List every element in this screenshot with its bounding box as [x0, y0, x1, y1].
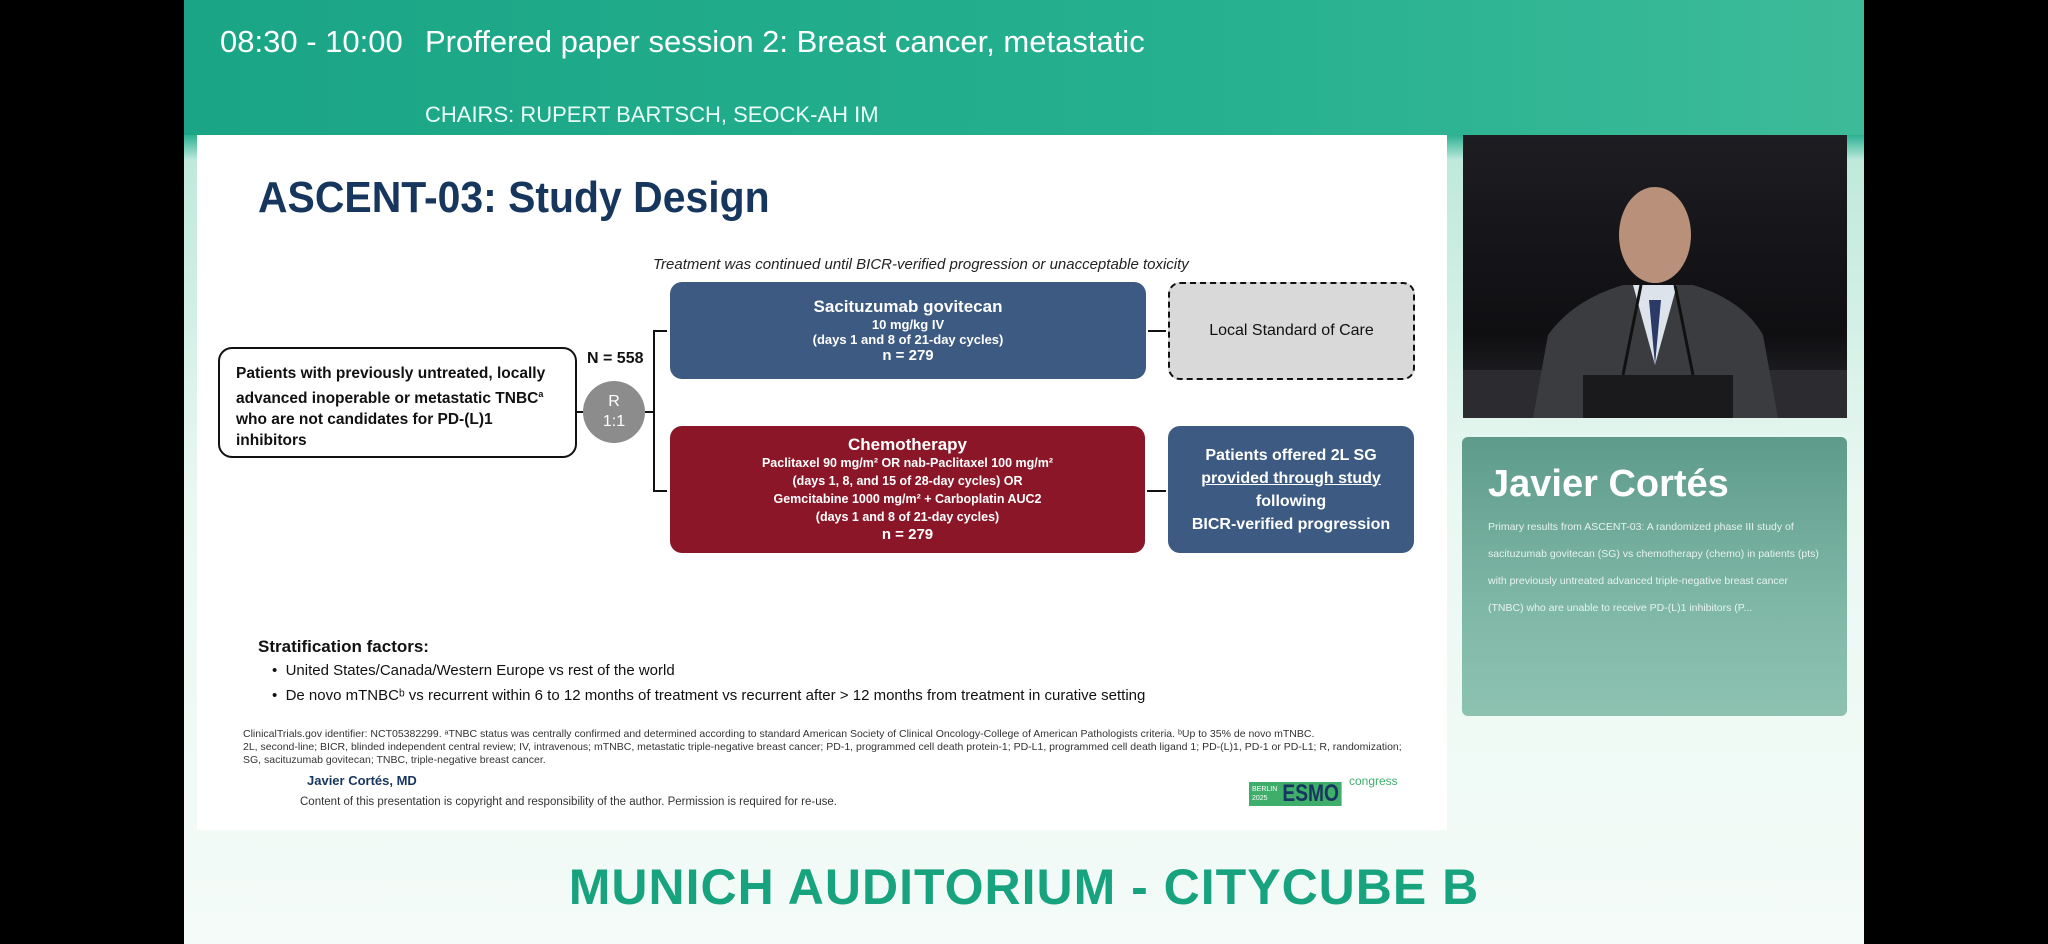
strat-text: De novo mTNBCᵇ vs recurrent within 6 to … [285, 687, 1146, 704]
chemo-line: Gemcitabine 1000 mg/m² + Carboplatin AUC… [773, 491, 1042, 506]
sg-title: Sacituzumab govitecan [813, 297, 1003, 316]
venue-name: MUNICH AUDITORIUM - CITYCUBE B [568, 859, 1480, 915]
arrow [1148, 330, 1166, 332]
r-label: R [608, 393, 620, 410]
slide-author: Javier Cortés, MD [307, 773, 417, 788]
esmo-logo: BERLIN 2025 ESMO congress [1249, 774, 1398, 806]
crossover-box: Patients offered 2L SG provided through … [1168, 426, 1414, 553]
footnotes: ClinicalTrials.gov identifier: NCT053822… [243, 728, 1413, 767]
arrow [1147, 490, 1166, 492]
speaker-video [1463, 135, 1847, 418]
crossover-line: provided through study [1201, 469, 1381, 487]
local-soc-box: Local Standard of Care [1168, 282, 1415, 380]
session-time: 08:30 - 10:00 [220, 24, 403, 59]
patients-line: who are not candidates for PD-(L)1 inhib… [236, 411, 493, 450]
chemo-arm-box: Chemotherapy Paclitaxel 90 mg/m² OR nab-… [670, 426, 1145, 553]
connector [653, 330, 655, 492]
chemo-line: Paclitaxel 90 mg/m² OR nab-Paclitaxel 10… [761, 455, 1054, 470]
logo-city: BERLIN 2025 [1249, 782, 1281, 806]
chemo-line: (days 1 and 8 of 21-day cycles) [815, 509, 1000, 524]
chemo-n: n = 279 [881, 525, 934, 543]
patients-line: Patients with previously untreated, loca… [236, 365, 546, 382]
treatment-note: Treatment was continued until BICR-verif… [653, 256, 1189, 273]
patients-box: Patients with previously untreated, loca… [218, 347, 577, 458]
speaker-name: Javier Cortés [1488, 463, 1729, 505]
patients-line: advanced inoperable or metastatic TNBC [236, 390, 539, 408]
presentation-slide: ASCENT-03: Study Design Treatment was co… [197, 135, 1447, 830]
crossover-line: Patients offered 2L SG [1205, 446, 1377, 464]
logo-suffix: congress [1348, 774, 1398, 788]
connector [645, 411, 653, 413]
chemo-line: (days 1, 8, and 15 of 28-day cycles) OR [792, 473, 1023, 488]
arrow-bottom [653, 490, 667, 492]
footnote-marker: a [538, 389, 544, 399]
crossover-line: following [1255, 492, 1327, 510]
sg-schedule: (days 1 and 8 of 21-day cycles) [812, 332, 1004, 347]
slide-title: ASCENT-03: Study Design [258, 173, 770, 222]
stratification-title: Stratification factors: [258, 637, 429, 656]
logo-name: ESMO [1280, 782, 1342, 806]
logo-city-text: BERLIN [1252, 786, 1278, 793]
connector [577, 411, 585, 413]
ratio-label: 1:1 [602, 413, 626, 430]
session-header [184, 0, 1864, 135]
session-title: Proffered paper session 2: Breast cancer… [425, 24, 1145, 59]
crossover-line: BICR-verified progression [1191, 515, 1391, 533]
talk-description: Primary results from ASCENT-03: A random… [1488, 521, 1819, 614]
speaker-figure-icon [1463, 187, 1847, 418]
sg-n: n = 279 [882, 347, 934, 364]
speaker-card: Javier Cortés Primary results from ASCEN… [1462, 437, 1847, 716]
session-chairs: CHAIRS: RUPERT BARTSCH, SEOCK-AH IM [425, 102, 879, 127]
n-total: N = 558 [587, 350, 644, 367]
footnote: ClinicalTrials.gov identifier: NCT053822… [243, 728, 1315, 740]
strat-text: United States/Canada/Western Europe vs r… [285, 662, 675, 679]
sg-dose: 10 mg/kg IV [871, 317, 945, 332]
copyright-notice: Content of this presentation is copyrigh… [300, 796, 837, 808]
sg-arm-box: Sacituzumab govitecan 10 mg/kg IV (days … [670, 282, 1146, 379]
strat-item: • De novo mTNBCᵇ vs recurrent within 6 t… [272, 687, 1146, 704]
arrow-top [653, 330, 667, 332]
footnote: 2L, second-line; BICR, blinded independe… [243, 741, 1402, 766]
strat-item: • United States/Canada/Western Europe vs… [272, 662, 675, 679]
logo-year: 2025 [1252, 795, 1268, 802]
chemo-title: Chemotherapy [847, 434, 968, 454]
randomization-circle: R 1:1 [583, 381, 645, 443]
